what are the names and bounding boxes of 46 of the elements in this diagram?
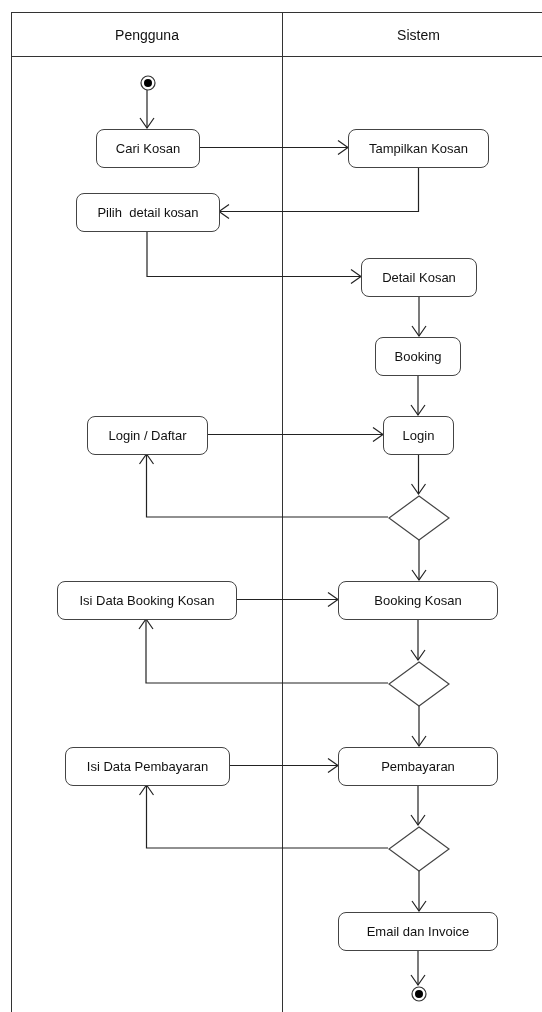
activity-box bbox=[338, 581, 498, 620]
flow-arrow bbox=[410, 374, 426, 416]
activity-label: Login / Daftar bbox=[108, 428, 187, 443]
flow-arrow bbox=[139, 89, 155, 129]
flow-arrow bbox=[138, 784, 389, 849]
activity-label: Isi Data Booking Kosan bbox=[79, 593, 215, 608]
activity-box bbox=[57, 581, 237, 620]
activity-label: Booking Kosan bbox=[374, 593, 462, 608]
activity-box bbox=[338, 747, 498, 786]
activity-box bbox=[96, 129, 200, 168]
activity-box bbox=[348, 129, 489, 168]
activity-box bbox=[383, 416, 454, 455]
flow-arrow bbox=[411, 870, 427, 912]
activity-label: Isi Data Pembayaran bbox=[86, 759, 209, 774]
flow-arrow bbox=[146, 230, 362, 285]
flow-arrow bbox=[411, 295, 427, 337]
activity-label: Pilih detail kosan bbox=[97, 205, 199, 220]
flow-arrow bbox=[138, 618, 389, 684]
activity-label: Booking bbox=[394, 349, 442, 364]
activity-box bbox=[338, 912, 498, 951]
flow-arrow bbox=[228, 757, 339, 774]
activity-label: Email dan Invoice bbox=[366, 924, 470, 939]
flow-arrow bbox=[198, 139, 349, 156]
activity-label: Detail Kosan bbox=[382, 270, 456, 285]
flow-arrow bbox=[411, 705, 427, 747]
flow-arrow bbox=[138, 453, 389, 518]
activity-label: Tampilkan Kosan bbox=[369, 141, 468, 156]
activity-box bbox=[87, 416, 208, 455]
activity-box bbox=[361, 258, 477, 297]
flow-arrow bbox=[410, 784, 426, 826]
activity-box bbox=[65, 747, 230, 786]
flow-arrow bbox=[410, 453, 427, 495]
flow-arrow bbox=[410, 618, 426, 661]
activity-label: Pembayaran bbox=[381, 759, 455, 774]
flow-arrow bbox=[411, 539, 427, 581]
flow-arrow bbox=[206, 426, 384, 443]
flow-arrow bbox=[218, 166, 420, 220]
activity-box bbox=[76, 193, 220, 232]
activity-label: Cari Kosan bbox=[115, 141, 181, 156]
swimlane bbox=[11, 12, 283, 1012]
lane-header: Pengguna bbox=[115, 26, 179, 43]
activity-label: Login bbox=[402, 428, 435, 443]
flow-arrow bbox=[410, 949, 426, 986]
activity-box bbox=[375, 337, 461, 376]
lane-header: Sistem bbox=[397, 26, 440, 43]
flow-arrow bbox=[235, 591, 339, 608]
